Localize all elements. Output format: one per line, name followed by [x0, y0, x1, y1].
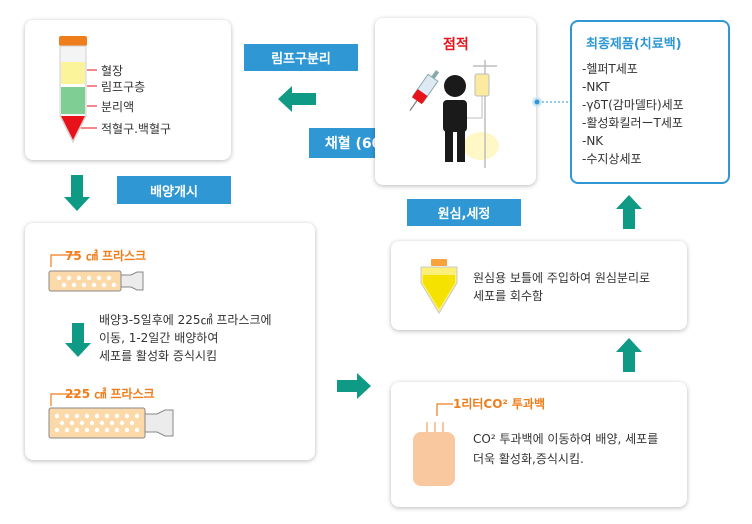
final-product-card: 최종제품(치료백) -헬퍼T세포 -NKT -γδT(감마델타)세포 -활성화킬… — [570, 20, 730, 184]
lymphocyte-layer-label: 림프구층 — [101, 80, 146, 94]
centrifuge-text-line-2: 세포를 회수함 — [473, 289, 544, 303]
co2-bag-title: 1리터CO² 투과백 — [453, 397, 545, 411]
up-arrow-icon — [616, 195, 642, 229]
centrifuge-bottle-icon — [420, 259, 458, 314]
list-item: -수지상세포 — [582, 152, 642, 166]
flask-orange-line-icon — [50, 393, 79, 406]
centrifuge-text-line-1: 원심용 보틀에 주입하여 원심분리로 — [473, 271, 651, 285]
list-item: -활성화킬러ーT세포 — [582, 116, 683, 130]
culture-start-label: 배양개시 — [117, 176, 231, 204]
co2-bag-icon — [413, 422, 455, 486]
centrifuge-wash-label: 원심,세정 — [407, 199, 521, 226]
flask-75-label: 75 ㎠ 프라스크 — [65, 249, 147, 263]
flask-225-icon — [48, 407, 174, 439]
blood-separation-card: 혈장 림프구층 분리액 적혈구.백혈구 — [25, 20, 231, 160]
co2-bag-text-line-1: CO² 투과백에 이동하여 배양, 세포를 — [473, 432, 659, 446]
plasma-label: 혈장 — [101, 64, 124, 78]
left-arrow-icon — [278, 86, 316, 112]
list-item: -헬퍼T세포 — [582, 62, 638, 76]
flask-75-icon — [48, 270, 144, 292]
list-item: -NK — [582, 134, 604, 148]
list-item: -NKT — [582, 80, 610, 94]
co2-bag-text-line-2: 더욱 활성화,증식시킴. — [473, 452, 584, 466]
infusion-card: 점적 — [375, 18, 536, 185]
culture-step-line-1: 배양3-5일후에 225㎠ 프라스크에 — [99, 313, 272, 327]
flask-225-label: 225 ㎠ 프라스크 — [65, 387, 155, 401]
dotted-connector-icon — [532, 97, 572, 107]
bag-orange-line-icon — [436, 403, 453, 416]
flask-orange-line-icon — [50, 254, 79, 267]
culture-card: 75 ㎠ 프라스크 배양3-5일후에 225㎠ 프라스크에 이동, 1-2일간 … — [25, 223, 315, 460]
right-arrow-icon — [337, 373, 371, 399]
final-product-title: 최종제품(치료백) — [586, 37, 682, 52]
infusion-title: 점적 — [443, 37, 469, 53]
lymph-separation-label: 림프구분리 — [244, 44, 358, 71]
final-product-list: -헬퍼T세포 -NKT -γδT(감마델타)세포 -활성화킬러ーT세포 -NK … — [582, 60, 684, 168]
down-arrow-icon — [65, 323, 91, 357]
centrifuge-card: 원심용 보틀에 주입하여 원심분리로 세포를 회수함 — [391, 241, 687, 330]
list-item: -γδT(감마델타)세포 — [582, 98, 684, 112]
culture-step-line-2: 이동, 1-2일간 배양하여 — [99, 331, 219, 345]
separation-liquid-label: 분리액 — [101, 100, 135, 114]
red-white-cells-label: 적혈구.백혈구 — [101, 122, 172, 136]
co2-bag-card: 1리터CO² 투과백 CO² 투과백에 이동하여 배양, 세포를 더욱 활성화,… — [391, 382, 687, 507]
culture-step-line-3: 세포를 활성화 증식시킴 — [99, 349, 218, 363]
centrifuge-tube-icon — [59, 36, 97, 144]
down-arrow-icon — [64, 175, 90, 211]
infusion-patient-icon — [409, 60, 499, 168]
up-arrow-icon — [616, 338, 642, 372]
